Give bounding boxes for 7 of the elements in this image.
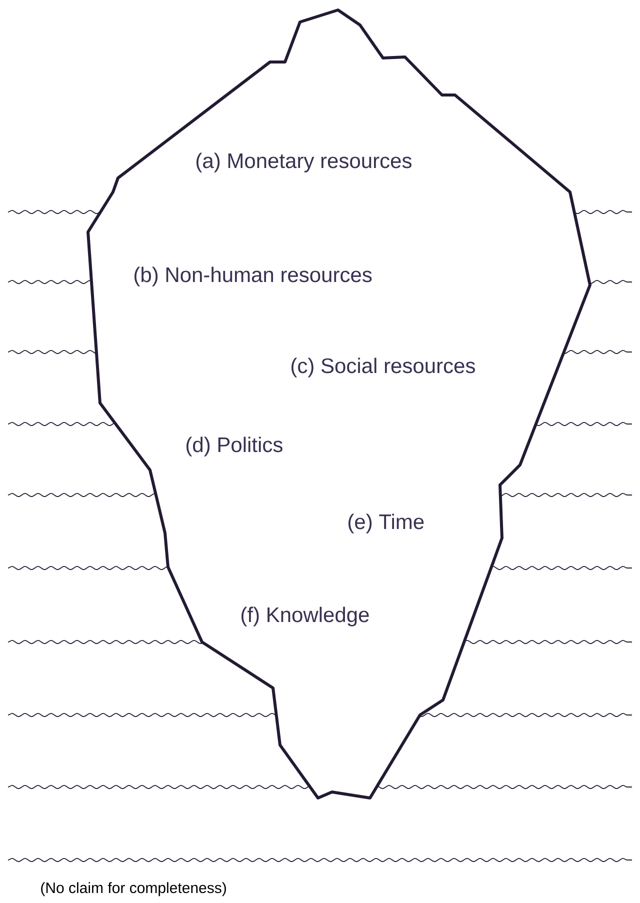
resource-label: (c) Social resources xyxy=(292,358,475,378)
resource-label: (e) Time xyxy=(348,514,424,534)
resource-label: (d) Politics xyxy=(186,436,282,456)
resource-label: (a) Monetary resources xyxy=(196,152,412,172)
caption: (No claim for completeness) xyxy=(41,882,226,896)
resource-label: (f) Knowledge xyxy=(242,606,369,626)
resource-label: (b) Non-human resources xyxy=(134,266,372,286)
